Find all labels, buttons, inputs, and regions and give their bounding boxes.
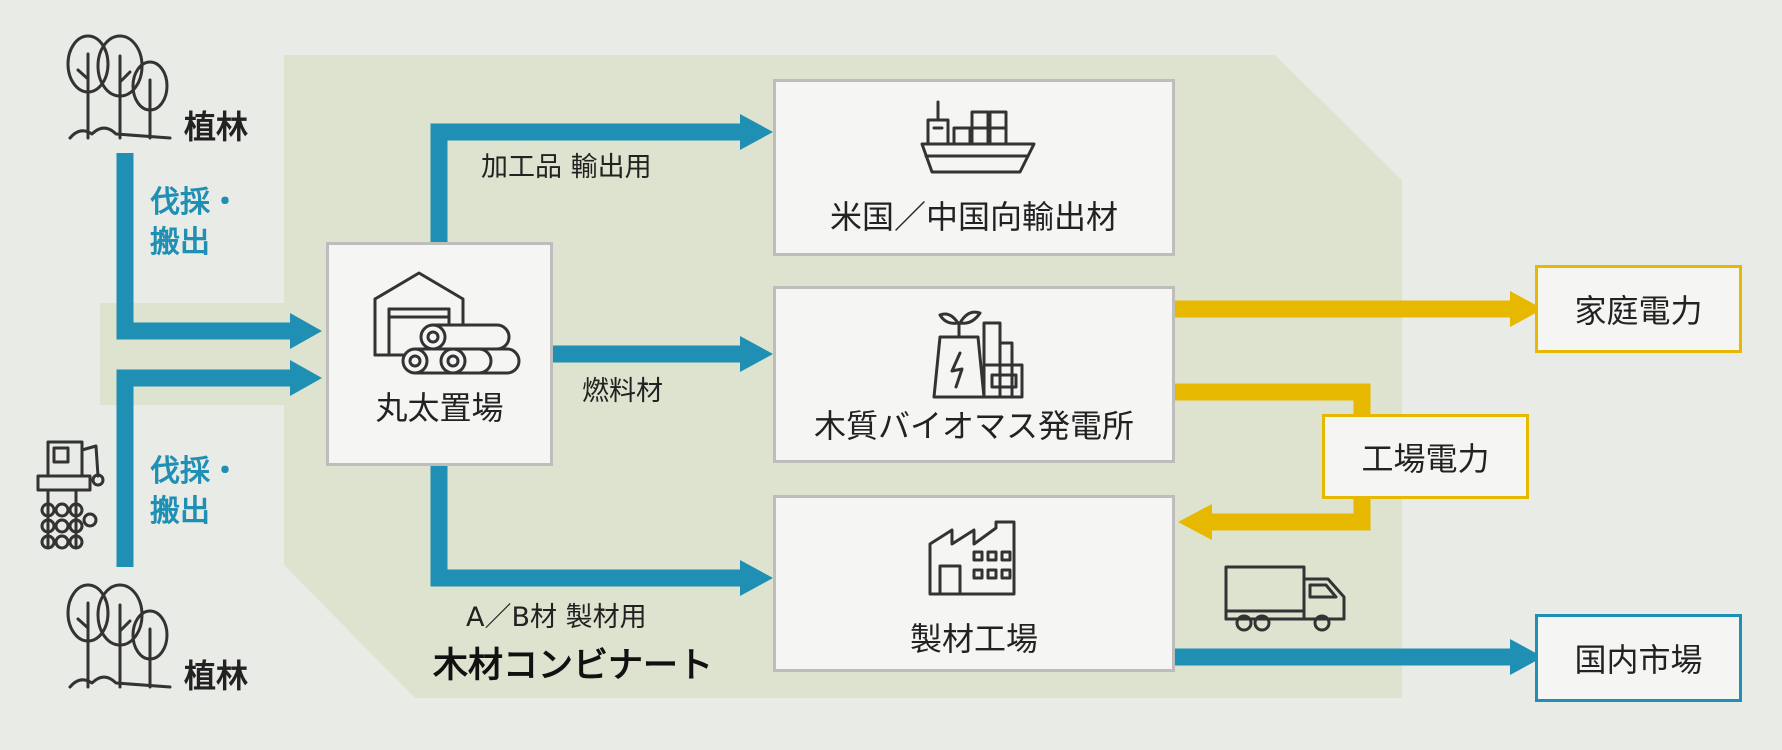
ship-icon <box>920 100 1036 174</box>
biomass-plant-label: 木質バイオマス発電所 <box>813 407 1134 445</box>
harvest-bottom-line1: 伐採・ <box>150 454 240 489</box>
factory-power-flow-head <box>1178 504 1212 540</box>
harvest-flow-bottom-head <box>290 360 322 396</box>
sawmill-flow <box>430 466 742 587</box>
domestic-market-node: 国内市場 <box>1535 614 1742 702</box>
biomass-plant-node: 木質バイオマス発電所 <box>773 286 1175 463</box>
factory-power-node: 工場電力 <box>1322 414 1529 499</box>
fuel-flow-label: 燃料材 <box>582 376 663 407</box>
tree-icon <box>66 583 172 689</box>
harvest-top-line2: 搬出 <box>150 225 210 260</box>
warehouse-logs-icon <box>373 271 521 375</box>
log-yard-node: 丸太置場 <box>326 242 553 466</box>
plantation-bottom-label: 植林 <box>184 657 249 695</box>
harvest-bottom-label: 伐採・ 搬出 <box>150 452 240 532</box>
sawmill-flow-head <box>740 560 773 596</box>
tree-icon <box>66 34 172 140</box>
harvest-top-label: 伐採・ 搬出 <box>150 183 240 263</box>
sawmill-flow-label: A／B材 製材用 <box>466 602 647 633</box>
export-flow-label: 加工品 輸出用 <box>481 152 652 183</box>
export-label: 米国／中国向輸出材 <box>829 198 1118 236</box>
export-flow <box>430 123 742 242</box>
kombinat-title: 木材コンビナート <box>433 646 714 686</box>
fuel-flow-head <box>740 336 773 372</box>
export-flow-head <box>740 114 773 150</box>
harvest-top-line1: 伐採・ <box>150 185 240 220</box>
log-yard-label: 丸太置場 <box>375 389 504 427</box>
sawmill-label: 製材工場 <box>909 620 1038 658</box>
household-power-node: 家庭電力 <box>1535 265 1742 353</box>
harvester-icon <box>36 440 105 550</box>
harvest-flow-top-head <box>290 313 322 349</box>
truck-icon <box>1224 565 1346 632</box>
household-power-flow-head <box>1510 291 1543 327</box>
export-node: 米国／中国向輸出材 <box>773 79 1175 256</box>
sawmill-node: 製材工場 <box>773 495 1175 672</box>
market-flow-head <box>1510 639 1543 675</box>
power-plant-icon <box>932 310 1024 399</box>
plantation-top-label: 植林 <box>184 108 249 146</box>
harvest-bottom-line2: 搬出 <box>150 494 210 529</box>
harvest-flow-top <box>116 153 292 340</box>
harvest-flow-bottom <box>116 369 292 567</box>
factory-icon <box>928 520 1016 596</box>
